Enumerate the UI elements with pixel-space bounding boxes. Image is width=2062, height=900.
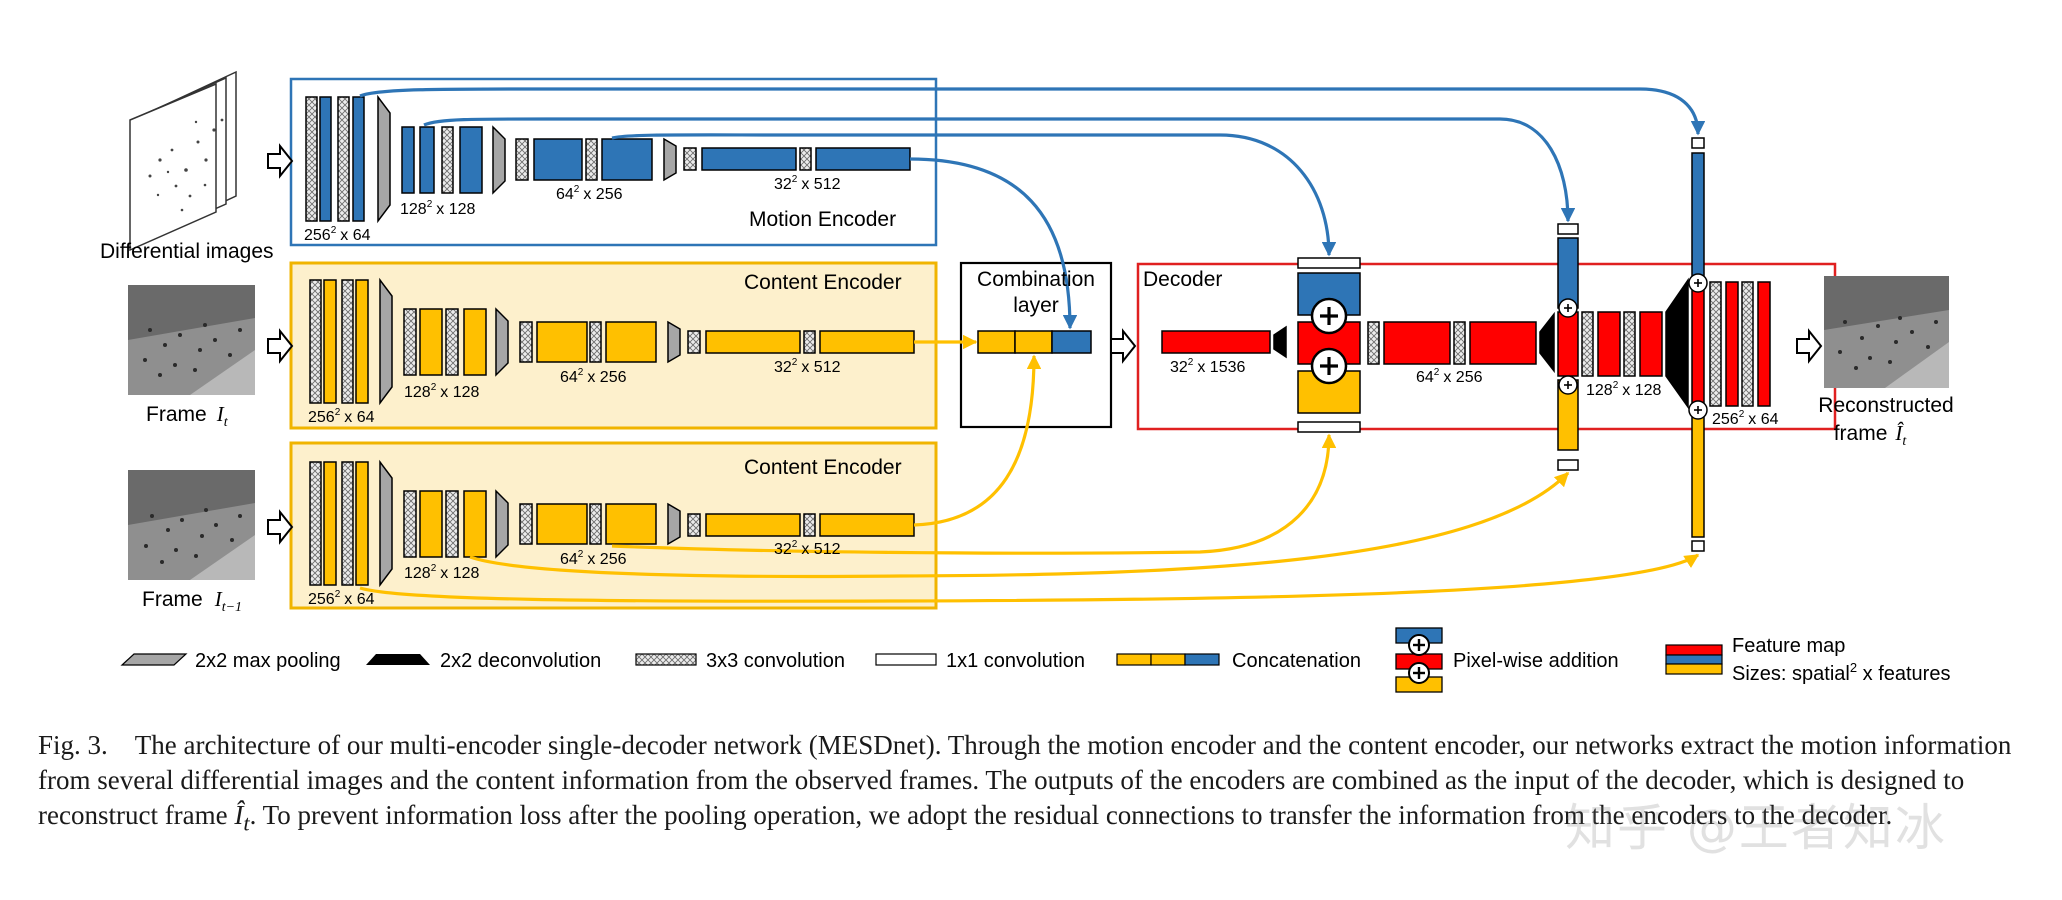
legend-sizes: Sizes: spatial2 x features bbox=[1732, 660, 1950, 685]
differential-images-label: Differential images bbox=[100, 240, 274, 263]
concatenation-icon bbox=[1116, 653, 1220, 666]
figure-caption: Fig. 3. The architecture of our multi-en… bbox=[38, 728, 2028, 840]
content-encoder-1-layers bbox=[309, 277, 915, 406]
concatenated-feature-map bbox=[977, 330, 1092, 354]
content-encoder-2-layers bbox=[309, 459, 915, 588]
legend-feature-map: Feature map bbox=[1732, 635, 1845, 657]
caption-symbol-sub: t bbox=[243, 810, 250, 836]
plus-icon bbox=[1320, 307, 1338, 375]
frame-t-minus-1-image bbox=[128, 470, 255, 580]
content-encoder-2-title: Content Encoder bbox=[744, 456, 902, 479]
deconvolution-icon bbox=[366, 654, 430, 665]
legend-conv3x3: 3x3 convolution bbox=[706, 650, 845, 672]
watermark: 知乎 @王者知冰 bbox=[1565, 799, 1947, 857]
decoder-layers bbox=[1161, 137, 1771, 552]
feature-map-icon bbox=[1665, 644, 1723, 675]
conv3x3-icon bbox=[635, 653, 697, 666]
motion-encoder-layers bbox=[305, 94, 911, 224]
input-arrows bbox=[267, 143, 1823, 545]
legend-concatenation: Concatenation bbox=[1232, 650, 1361, 672]
small-plus-icon bbox=[1564, 279, 1702, 414]
legend: 2x2 max pooling 2x2 deconvolution 3x3 co… bbox=[120, 627, 1950, 693]
max-pooling-icon bbox=[120, 653, 188, 666]
motion-skip-connections bbox=[359, 87, 1706, 330]
decoder-title: Decoder bbox=[1143, 268, 1222, 291]
frame-t-image bbox=[128, 285, 255, 395]
differential-images-stack bbox=[129, 70, 237, 252]
caption-text-end: . To prevent information loss after the … bbox=[249, 800, 1893, 830]
motion-encoder-title: Motion Encoder bbox=[749, 208, 896, 231]
pixel-addition-icon bbox=[1395, 627, 1443, 693]
caption-text: The architecture of our multi-encoder si… bbox=[38, 730, 2012, 830]
legend-max-pooling: 2x2 max pooling bbox=[195, 650, 341, 672]
legend-conv1x1: 1x1 convolution bbox=[946, 650, 1085, 672]
legend-pixel-addition: Pixel-wise addition bbox=[1453, 650, 1619, 672]
legend-deconvolution: 2x2 deconvolution bbox=[440, 650, 601, 672]
conv1x1-icon bbox=[875, 653, 937, 666]
content-skip-connections bbox=[359, 334, 1700, 603]
caption-label: Fig. 3. bbox=[38, 730, 108, 760]
caption-symbol: Î bbox=[234, 800, 244, 830]
content-encoder-1-title: Content Encoder bbox=[744, 271, 902, 294]
reconstructed-frame-image bbox=[1824, 276, 1949, 388]
